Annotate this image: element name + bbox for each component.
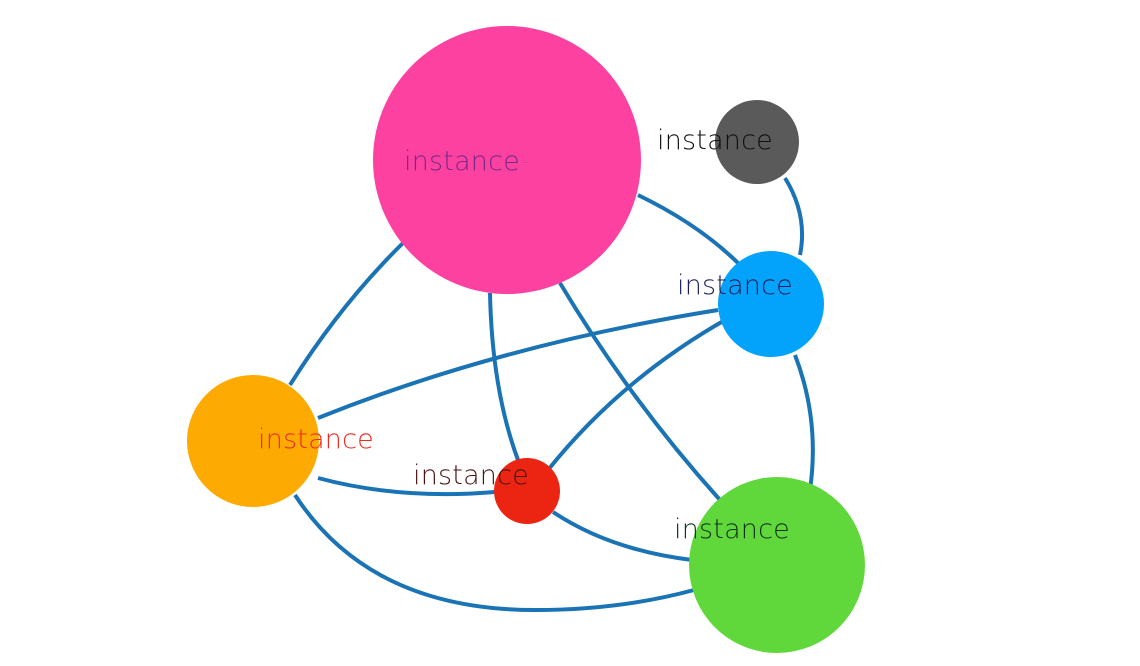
edge-pink-orange — [288, 241, 405, 387]
node-label-blue: instance — [677, 270, 793, 301]
edge-orange-green — [293, 493, 695, 613]
node-label-red: instance — [413, 460, 529, 491]
edge-pink-red — [488, 292, 520, 461]
nodes — [187, 26, 865, 653]
node-labels: instance instance instance instance instance… — [258, 125, 793, 545]
edge-pink-green — [558, 281, 722, 502]
node-green[interactable] — [689, 477, 865, 653]
node-label-orange: instance — [258, 424, 374, 455]
node-pink[interactable] — [373, 26, 641, 294]
edge-blue-red — [546, 318, 726, 472]
edge-red-green — [551, 510, 693, 562]
edge-blue-green — [793, 354, 815, 491]
edges — [288, 176, 815, 613]
node-label-pink: instance — [404, 146, 520, 177]
node-gray[interactable] — [715, 100, 799, 184]
node-red[interactable] — [494, 458, 560, 524]
node-label-gray: instance — [657, 125, 773, 156]
edge-gray-blue — [783, 176, 805, 256]
edge-orange-red — [317, 476, 496, 497]
edge-blue-orange — [317, 308, 719, 420]
node-label-green: instance — [674, 514, 790, 545]
edge-pink-blue — [637, 193, 742, 267]
node-orange[interactable] — [187, 375, 319, 507]
node-blue[interactable] — [718, 251, 824, 357]
